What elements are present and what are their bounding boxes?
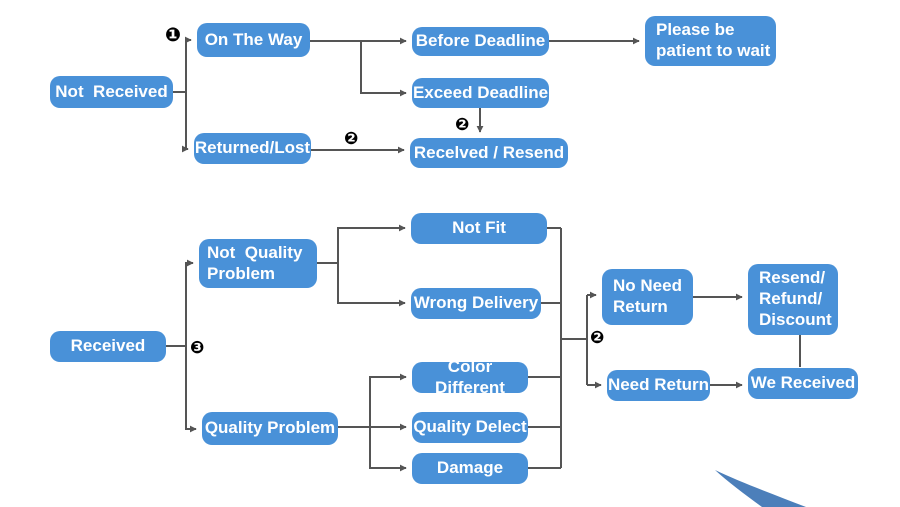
- node-color-different: Color Different: [412, 357, 528, 397]
- step-marker-3: ❸: [190, 338, 205, 357]
- connector-to-colordifferent: [369, 373, 407, 427]
- connector-to-qualityproblem: [185, 346, 197, 433]
- step-marker-1: ❶: [165, 25, 182, 46]
- connector-to-notfit: [337, 224, 406, 263]
- step-marker-2-return: ❷: [590, 328, 605, 347]
- connector-to-notquality: [185, 259, 194, 346]
- node-resend-refund-discount: Resend/ Refund/ Discount: [748, 264, 838, 335]
- connector-to-returnedlost: [181, 92, 189, 153]
- node-please-wait: Please be patient to wait: [645, 16, 776, 66]
- node-need-return: Need Return: [607, 370, 710, 401]
- node-quality-problem: Quality Problem: [202, 412, 338, 445]
- node-not-fit: Not Fit: [411, 213, 547, 244]
- node-not-quality-problem: Not Quality Problem: [199, 239, 317, 288]
- connector-to-ontheway: [184, 36, 192, 92]
- node-before-deadline: Before Deadline: [412, 27, 549, 56]
- node-not-received: Not Received: [50, 76, 173, 108]
- node-damage: Damage: [412, 453, 528, 484]
- node-on-the-way: On The Way: [197, 23, 310, 57]
- connector-to-wrongdelivery: [337, 263, 406, 307]
- node-received: Received: [50, 331, 166, 362]
- node-wrong-delivery: Wrong Delivery: [411, 288, 541, 319]
- connector-to-exceeddeadline: [360, 41, 407, 97]
- connector-to-damage: [369, 427, 407, 472]
- node-recelved-resend: Recelved / Resend: [410, 138, 568, 168]
- node-exceed-deadline: Exceed Deadline: [412, 78, 549, 108]
- node-no-need-return: No Need Return: [602, 269, 693, 325]
- node-we-received: We Received: [748, 368, 858, 399]
- node-returned-lost: Returned/Lost: [194, 133, 311, 164]
- node-quality-delect: Quality Delect: [412, 412, 528, 443]
- step-marker-2-exceed: ❷: [455, 115, 470, 134]
- step-marker-2-returned: ❷: [344, 129, 359, 148]
- swoosh-decoration-icon: [715, 470, 806, 507]
